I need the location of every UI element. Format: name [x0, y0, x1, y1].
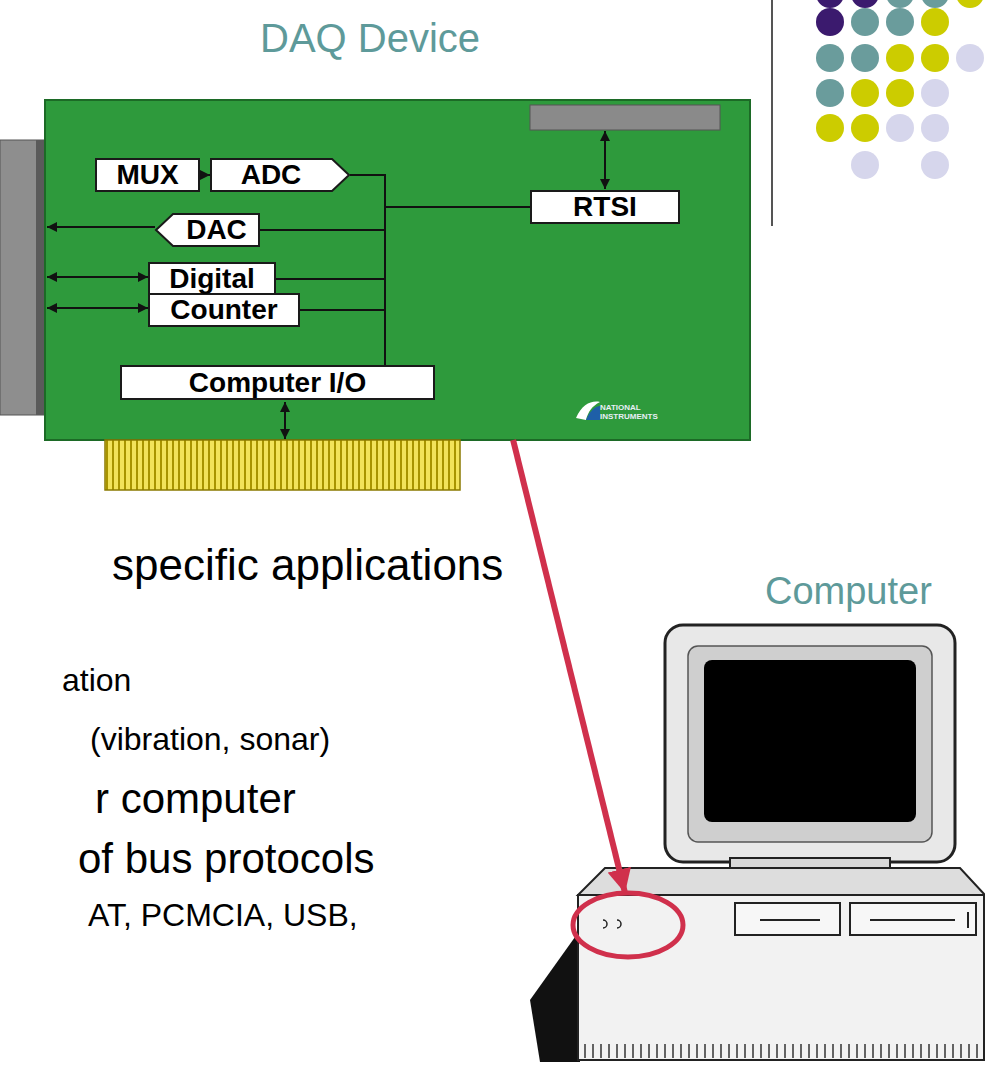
decor-dot	[816, 0, 844, 8]
body-text: (vibration, sonar)	[90, 721, 330, 758]
drive-slot	[870, 919, 955, 921]
block-box: RTSI	[530, 190, 680, 224]
led-marks	[603, 920, 621, 928]
block-arrow: DAC	[155, 213, 260, 247]
circuit-board	[45, 100, 750, 440]
bracket-edge	[36, 140, 45, 415]
logo-mark	[576, 402, 600, 420]
decor-dot	[886, 0, 914, 8]
drive-bay	[850, 903, 976, 935]
decor-dot	[851, 79, 879, 107]
shadow	[530, 930, 580, 1062]
decor-dot	[921, 8, 949, 36]
bus-line	[350, 175, 385, 365]
heading: Computer	[765, 570, 932, 614]
body-text: AT, PCMCIA, USB,	[88, 897, 358, 934]
body-text: of bus protocols	[78, 835, 375, 883]
decor-dot	[886, 114, 914, 142]
decor-dot	[851, 151, 879, 179]
block-arrow: ADC	[210, 158, 350, 192]
logo-mark	[586, 406, 600, 420]
divider-line	[771, 0, 773, 226]
highlight-circle	[573, 893, 683, 957]
heading: DAQ Device	[260, 15, 480, 61]
decor-dot	[816, 44, 844, 72]
logo-text: NATIONAL INSTRUMENTS	[600, 403, 664, 421]
computer-case	[578, 895, 984, 1060]
block-label: ADC	[241, 160, 302, 190]
block-box: Computer I/O	[120, 365, 435, 400]
signal-line	[284, 402, 286, 439]
drive-slot	[967, 912, 969, 928]
block-label: Computer I/O	[189, 368, 366, 398]
signal-line	[47, 226, 155, 228]
decor-dot	[956, 44, 984, 72]
decor-dot	[816, 79, 844, 107]
drive-bay	[735, 903, 840, 935]
decor-dot	[886, 79, 914, 107]
block-box: Counter	[148, 293, 300, 327]
screen	[704, 660, 916, 822]
rtsi-connector	[530, 105, 720, 130]
bus-line	[200, 174, 210, 176]
drive-slot	[760, 919, 820, 921]
signal-line	[604, 131, 606, 189]
block-box: Digital	[148, 262, 276, 296]
block-label: Digital	[169, 264, 255, 294]
bus-line	[385, 207, 530, 365]
body-text: r computer	[95, 775, 296, 823]
block-label: MUX	[116, 160, 178, 190]
decor-dot	[921, 0, 949, 8]
decor-dot	[921, 44, 949, 72]
decor-dot	[921, 114, 949, 142]
decor-dot	[921, 151, 949, 179]
decor-dot	[816, 114, 844, 142]
arrow-outline	[211, 159, 349, 191]
decor-dot	[816, 8, 844, 36]
signal-line	[47, 276, 148, 278]
monitor	[665, 625, 955, 862]
edge-connector	[105, 440, 460, 490]
decor-dot	[921, 79, 949, 107]
daq-board: MUXADCRTSIDACDigitalCounterComputer I/OD…	[45, 100, 750, 440]
decor-dot	[886, 44, 914, 72]
decor-dot	[956, 0, 984, 8]
dot-grid	[816, 0, 984, 179]
block-label: Counter	[170, 295, 277, 325]
block-label: RTSI	[573, 192, 637, 222]
case-vents	[580, 1044, 982, 1058]
block-label: DAC	[186, 215, 247, 245]
mounting-bracket	[0, 140, 45, 415]
bus-line	[300, 310, 385, 365]
body-text: ation	[62, 662, 131, 699]
decor-dot	[851, 8, 879, 36]
pointer-arrow	[513, 440, 625, 893]
decor-dot	[851, 0, 879, 8]
decor-dot	[851, 114, 879, 142]
monitor-bezel	[688, 646, 932, 842]
body-text: specific applications	[112, 540, 503, 591]
signal-line	[47, 307, 148, 309]
decor-dot	[886, 8, 914, 36]
case-top	[578, 868, 985, 895]
computer: Computer	[575, 893, 985, 1070]
block-box: MUX	[95, 158, 200, 192]
decor-dot	[851, 44, 879, 72]
arrow-outline	[156, 214, 259, 246]
